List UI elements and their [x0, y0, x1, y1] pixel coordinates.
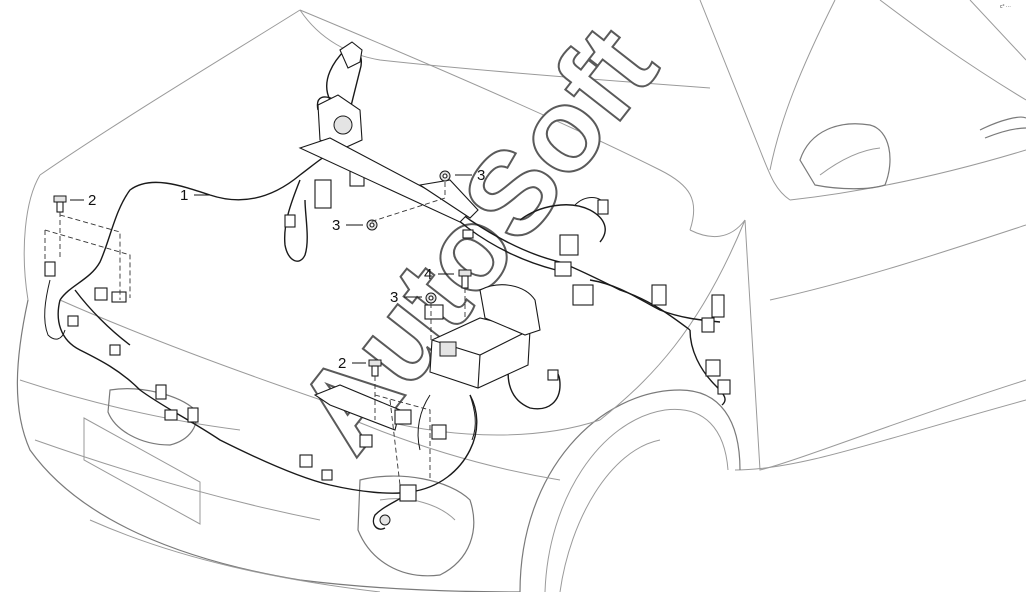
callout-3-top: 3 [455, 167, 485, 184]
connector-right-3 [572, 284, 594, 306]
callout-label: 4 [424, 266, 432, 283]
connector-left-3 [44, 261, 56, 277]
fasteners [53, 170, 472, 377]
callout-label: 3 [390, 289, 398, 306]
callout-label: 3 [477, 167, 485, 184]
connector-bumper-2 [164, 409, 178, 421]
bolt-2-left [53, 195, 67, 213]
top-clip [339, 41, 363, 69]
connector-left-2 [111, 291, 127, 303]
callout-1: 1 [180, 187, 210, 204]
fuse-box-edge-2 [477, 354, 481, 389]
callout-label: 2 [338, 355, 346, 372]
nut-3-top [439, 170, 451, 182]
connector-right-2 [554, 261, 572, 277]
callout-2-left: 2 [70, 192, 96, 209]
connector-fender-5 [717, 379, 731, 395]
connector-left-5 [67, 315, 79, 327]
callout-4: 4 [424, 266, 454, 283]
connector-trunk [462, 229, 474, 239]
connector-bumper-5 [321, 469, 333, 481]
connector-center-3 [359, 434, 373, 448]
assembly-guide-lines [44, 182, 466, 486]
connector-center-1 [394, 409, 412, 425]
fog-lamp-connector [379, 514, 391, 526]
connector-small [284, 214, 296, 228]
connector-center-4 [399, 484, 417, 502]
connector-bumper-4 [299, 454, 313, 468]
fuse-box-plug [439, 341, 457, 357]
callout-label: 2 [88, 192, 96, 209]
bracket-mid [418, 179, 479, 219]
connector-center-2 [431, 424, 447, 440]
battery-tray [479, 284, 541, 336]
strut-mount [333, 115, 353, 135]
connector-fender-1 [651, 284, 667, 306]
connector-right-4 [597, 199, 609, 215]
callout-2-center: 2 [338, 355, 366, 372]
connector-left-1 [94, 287, 108, 301]
car-body-outline [16, 0, 1026, 592]
nut-3-middle [366, 219, 378, 231]
connectors [44, 41, 731, 526]
connector-fender-4 [705, 359, 721, 377]
connector-fender-3 [701, 317, 715, 333]
connector-left-4 [109, 344, 121, 356]
nut-3-lower [425, 292, 437, 304]
connector-fender-2 [711, 294, 725, 318]
connector-loop [547, 369, 559, 381]
connector-fusebox [424, 304, 444, 320]
connector-bumper-1 [155, 384, 167, 400]
callout-3-middle: 3 [332, 217, 363, 234]
connector-right-1 [559, 234, 579, 256]
connector-block-top-left [314, 179, 332, 209]
connector-bumper-3 [187, 407, 199, 423]
callout-label: 1 [180, 187, 188, 204]
corner-reference: c° ··· [1000, 4, 1011, 10]
callout-3-lower: 3 [390, 289, 422, 306]
callout-label: 3 [332, 217, 340, 234]
